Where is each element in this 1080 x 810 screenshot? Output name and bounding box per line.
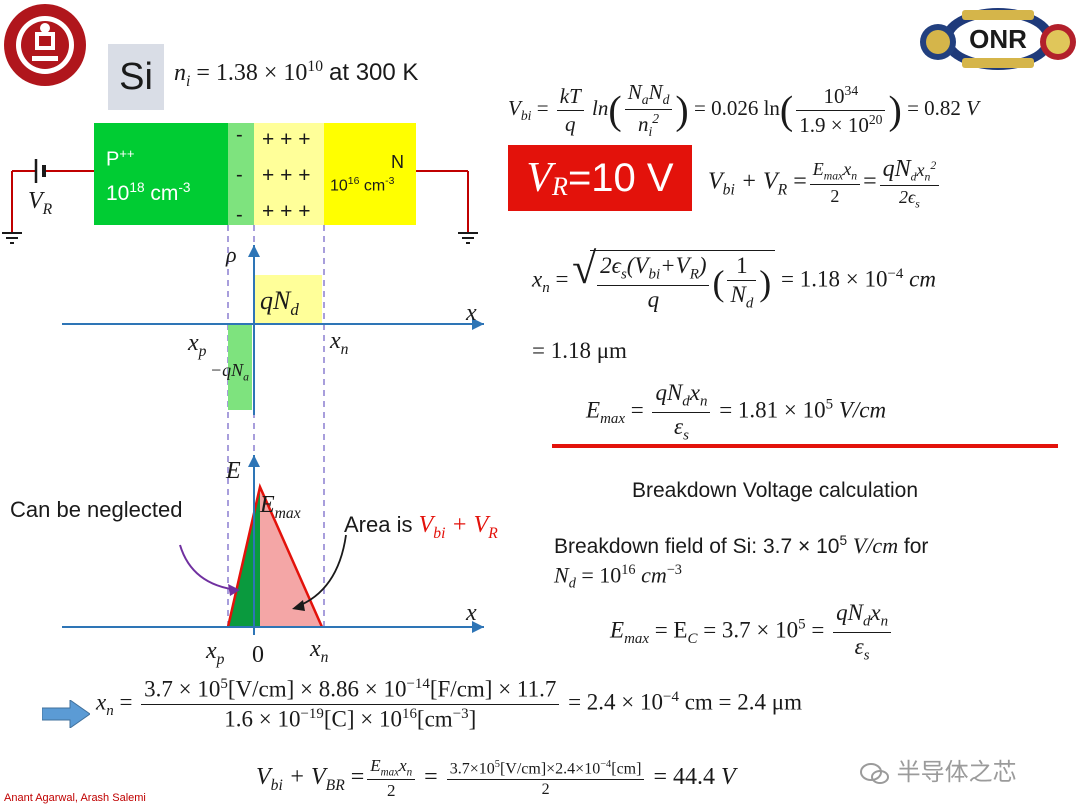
- authors-footer: Anant Agarwal, Arash Salemi: [4, 792, 146, 804]
- right-arrow-icon: [42, 700, 90, 728]
- p-region-label: P++: [106, 146, 135, 171]
- emax-label: Emax: [260, 492, 301, 522]
- depletion-p: [228, 123, 254, 225]
- plus-charges-1: + + +: [262, 128, 311, 151]
- onr-logo: ONR: [918, 6, 1078, 72]
- p-region: [94, 123, 228, 225]
- area-label: Area is Vbi + VR: [344, 512, 498, 542]
- nd-value: Nd = 1016 cm−3: [554, 562, 682, 592]
- qnd-block: [254, 275, 322, 324]
- onr-wordmark: ONR: [969, 24, 1027, 54]
- xn-final-equation: xn = 3.7 × 105[V/cm] × 8.86 × 10−14[F/cm…: [96, 676, 802, 732]
- minus-charge-2: -: [236, 164, 243, 186]
- minus-charge-1: -: [236, 124, 243, 146]
- zero-label: 0: [252, 642, 264, 668]
- e-axis-label: E: [226, 458, 241, 484]
- watermark: 半导体之芯: [860, 752, 1017, 787]
- pn-junction-diagram: [2, 123, 484, 635]
- xp-label-top: xp: [188, 330, 207, 360]
- breakdown-field-text: Breakdown field of Si: 3.7 × 105 V/cm fo…: [554, 533, 929, 558]
- n-region-label: N: [391, 152, 404, 172]
- red-divider: [552, 444, 1058, 448]
- vr-source-label: VR: [28, 188, 53, 218]
- n-region: [324, 123, 416, 225]
- qnd-label: qNd: [260, 286, 299, 320]
- xn-label-top: xn: [330, 328, 349, 358]
- breakdown-title: Breakdown Voltage calculation: [632, 479, 919, 502]
- wechat-icon: [860, 762, 890, 786]
- xp-label-bottom: xp: [206, 638, 225, 668]
- minus-charge-3: -: [236, 204, 243, 226]
- plus-charges-2: + + +: [262, 164, 311, 187]
- rho-x-label: x: [466, 300, 477, 326]
- ohio-state-seal-logo: [2, 2, 88, 88]
- ni-equation: ni = 1.38 × 1010 at 300 K: [174, 58, 419, 90]
- xn-label-bottom: xn: [310, 636, 329, 666]
- material-label: Si: [108, 44, 164, 110]
- qna-label: −qNa: [210, 360, 249, 384]
- e-x-label: x: [466, 600, 477, 626]
- neglect-label: Can be neglected: [10, 497, 183, 522]
- xn-result-um: = 1.18 μm: [532, 338, 627, 363]
- n-doping-label: 1016 cm-3: [330, 176, 395, 195]
- qna-block: [228, 324, 252, 410]
- p-doping-label: 1018 cm-3: [106, 180, 191, 205]
- plus-charges-3: + + +: [262, 200, 311, 223]
- depletion-n: [254, 123, 324, 225]
- rho-label: ρ: [226, 242, 237, 267]
